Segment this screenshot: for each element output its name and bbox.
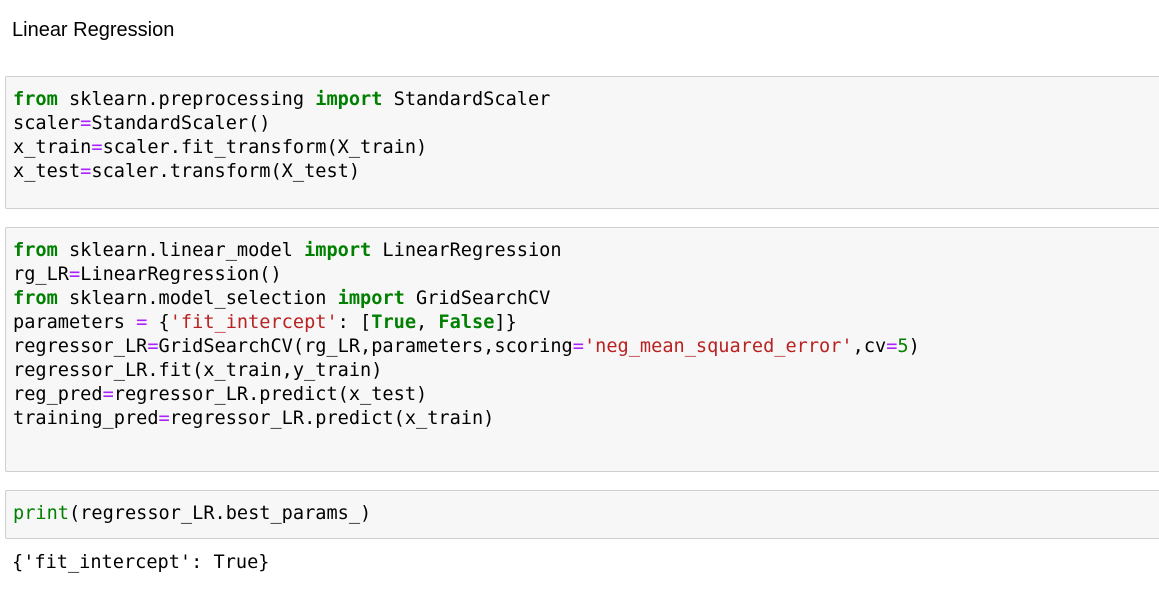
- code-line: regressor_LR=GridSearchCV(rg_LR,paramete…: [13, 335, 1159, 359]
- code-token: sklearn.preprocessing: [57, 89, 316, 110]
- code-token: import: [337, 288, 405, 309]
- code-line: x_train=scaler.fit_transform(X_train): [13, 136, 1159, 160]
- code-line: from sklearn.model_selection import Grid…: [13, 287, 1159, 311]
- code-token: False: [438, 312, 495, 333]
- code-token: scaler.transform(X_test): [91, 161, 361, 182]
- code-token: from: [13, 89, 58, 110]
- code-token: import: [304, 240, 372, 261]
- code-token: scaler: [13, 113, 81, 134]
- code-token: ,: [416, 312, 439, 333]
- code-token: 'fit_intercept': [169, 312, 338, 333]
- code-line: from sklearn.linear_model import LinearR…: [13, 239, 1159, 263]
- code-token: reg_pred: [13, 384, 103, 405]
- code-line: training_pred=regressor_LR.predict(x_tra…: [13, 407, 1159, 431]
- code-cell-print-best-params[interactable]: print(regressor_LR.best_params_): [5, 490, 1159, 539]
- code-token: sklearn.model_selection: [57, 288, 338, 309]
- code-token: =: [572, 336, 584, 357]
- code-token: regressor_LR: [13, 336, 148, 357]
- code-token: from: [13, 288, 58, 309]
- code-token: GridSearchCV: [404, 288, 551, 309]
- code-token: StandardScaler: [382, 89, 551, 110]
- code-token: 5: [897, 336, 909, 357]
- code-token: sklearn.linear_model: [57, 240, 305, 261]
- code-token: =: [158, 408, 170, 429]
- cell-output: {'fit_intercept': True}: [12, 552, 270, 573]
- code-cell-linear-regression[interactable]: from sklearn.linear_model import LinearR…: [5, 227, 1159, 472]
- code-token: =: [68, 264, 81, 285]
- code-token: regressor_LR.fit(x_train,y_train): [13, 360, 383, 381]
- code-token: =: [136, 312, 148, 333]
- code-token: parameters: [13, 312, 137, 333]
- code-token: {: [147, 312, 170, 333]
- code-line: reg_pred=regressor_LR.predict(x_test): [13, 383, 1159, 407]
- code-token: regressor_LR.predict(x_test): [113, 384, 428, 405]
- code-line: print(regressor_LR.best_params_): [13, 502, 1159, 526]
- code-line: from sklearn.preprocessing import Standa…: [13, 88, 1159, 112]
- code-line: scaler=StandardScaler(): [13, 112, 1159, 136]
- code-cell-standard-scaler[interactable]: from sklearn.preprocessing import Standa…: [5, 76, 1159, 209]
- code-token: 'neg_mean_squared_error': [583, 336, 853, 357]
- code-token: (regressor_LR.best_params_): [68, 503, 372, 524]
- code-token: LinearRegression: [371, 240, 562, 261]
- code-token: =: [91, 137, 103, 158]
- code-token: StandardScaler(): [91, 113, 271, 134]
- code-token: LinearRegression(): [80, 264, 282, 285]
- code-line: parameters = {'fit_intercept': [True, Fa…: [13, 311, 1159, 335]
- code-token: GridSearchCV(rg_LR,parameters,scoring: [158, 336, 573, 357]
- code-token: =: [147, 336, 159, 357]
- code-line: rg_LR=LinearRegression(): [13, 263, 1159, 287]
- code-token: import: [315, 89, 383, 110]
- code-line: regressor_LR.fit(x_train,y_train): [13, 359, 1159, 383]
- code-token: ): [908, 336, 920, 357]
- code-token: =: [886, 336, 898, 357]
- code-token: =: [80, 161, 92, 182]
- code-token: ]}: [494, 312, 517, 333]
- code-token: =: [80, 113, 92, 134]
- code-token: rg_LR: [13, 264, 69, 285]
- markdown-heading: Linear Regression: [12, 19, 175, 41]
- code-token: regressor_LR.predict(x_train): [169, 408, 495, 429]
- code-token: from: [13, 240, 58, 261]
- code-token: x_train: [13, 137, 92, 158]
- code-token: =: [102, 384, 114, 405]
- code-token: scaler.fit_transform(X_train): [102, 137, 428, 158]
- code-token: : [: [337, 312, 372, 333]
- code-token: print: [13, 503, 69, 524]
- code-token: True: [371, 312, 417, 333]
- code-token: ,cv: [852, 336, 887, 357]
- code-line: x_test=scaler.transform(X_test): [13, 160, 1159, 184]
- code-token: x_test: [13, 161, 81, 182]
- code-token: training_pred: [13, 408, 159, 429]
